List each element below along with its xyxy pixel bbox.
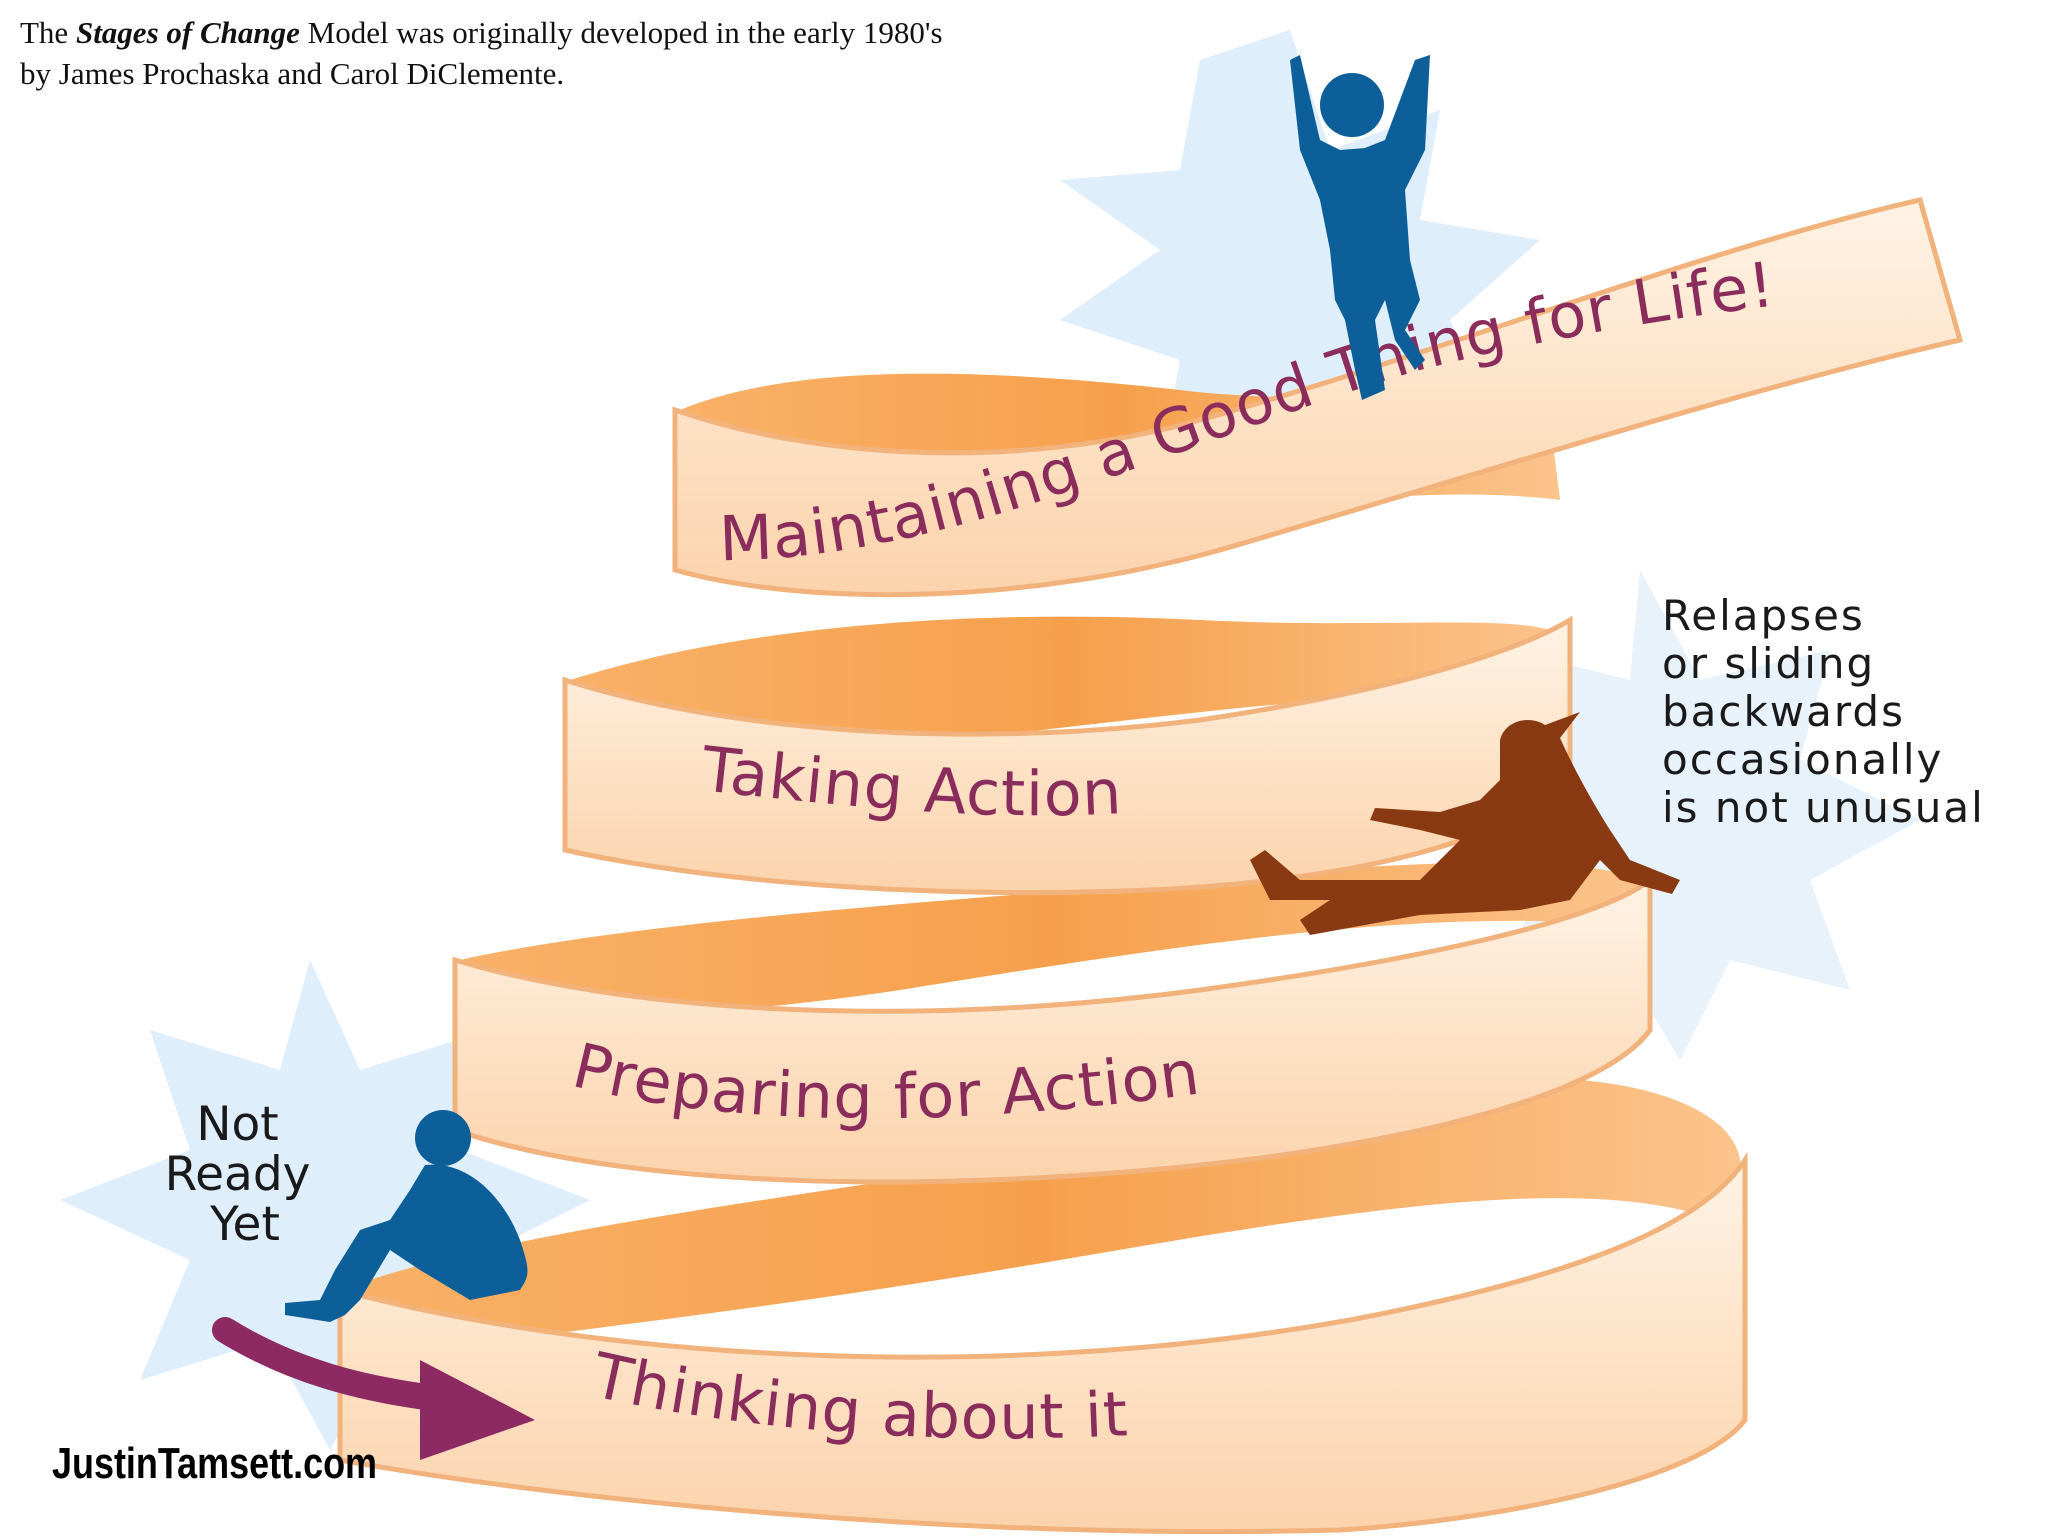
ribbon-face-bottom	[337, 1151, 1748, 1535]
caption-prefix: The	[20, 15, 76, 50]
relapse-note: Relapses or sliding backwards occasional…	[1662, 591, 1985, 832]
caption: The Stages of Change Model was originall…	[20, 12, 1120, 94]
ribbon-face-third	[452, 874, 1653, 1185]
curved-arrow-icon	[212, 1317, 535, 1460]
relapse-line: or sliding	[1662, 639, 1875, 688]
not-ready-line3: Yet	[209, 1197, 280, 1252]
relapse-line: backwards	[1662, 687, 1905, 736]
caption-line2: by James Prochaska and Carol DiClemente.	[20, 56, 565, 91]
relapse-line: is not unusual	[1662, 783, 1985, 832]
not-ready-line1: Not	[196, 1097, 278, 1152]
ribbon-face-top	[672, 197, 1964, 598]
ribbon-inner-bottom	[340, 1077, 1740, 1360]
person-arms-raised-icon	[1290, 55, 1430, 400]
ribbon-inner-second	[570, 616, 1570, 747]
relapse-line: occasionally	[1662, 735, 1943, 784]
brand-watermark: JustinTamsett.com	[52, 1439, 377, 1488]
caption-line1-rest: Model was originally developed in the ea…	[299, 15, 943, 50]
not-ready-line2: Ready	[165, 1147, 311, 1202]
person-sitting-icon	[285, 1110, 528, 1322]
not-ready-label: Not Ready Yet	[165, 1097, 326, 1252]
relapse-line: Relapses	[1662, 591, 1865, 640]
person-falling-icon	[1250, 712, 1680, 935]
caption-emphasis: Stages of Change	[75, 15, 300, 50]
